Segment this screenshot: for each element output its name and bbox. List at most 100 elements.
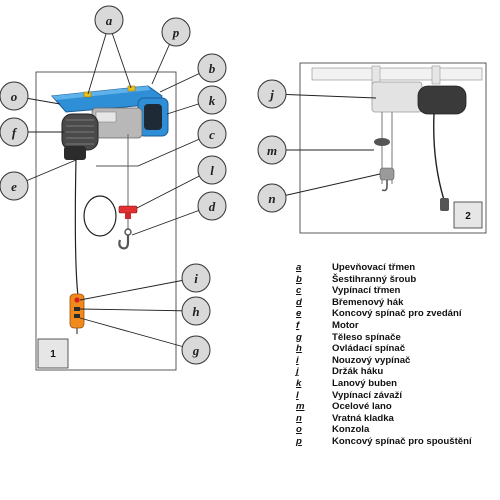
legend-row: c Vypínací třmen	[296, 285, 496, 297]
legend-text: Vypínací třmen	[332, 285, 401, 297]
legend-row: i Nouzový vypínač	[296, 355, 496, 367]
motor-end-cap	[64, 146, 86, 160]
svg-text:2: 2	[465, 211, 471, 222]
legend-text: Ovládací spínač	[332, 343, 406, 355]
figure-2: j m n 2	[257, 62, 487, 234]
legend-key: g	[296, 331, 302, 343]
beam-clamp-right	[431, 65, 441, 85]
callout-n: n	[257, 183, 287, 213]
mounting-clamp-right	[127, 85, 136, 92]
svg-text:d: d	[209, 199, 216, 214]
legend-key: a	[296, 262, 302, 273]
legend-row: p Koncový spínač pro spouštění	[296, 436, 496, 448]
legend-key: c	[296, 285, 302, 297]
legend-text: Lanový buben	[332, 377, 398, 389]
svg-text:p: p	[172, 25, 180, 40]
svg-text:m: m	[267, 143, 277, 158]
hoist-body-2	[371, 81, 423, 113]
legend-text: Těleso spínače	[332, 331, 401, 343]
legend-text: Koncový spínač pro spouštění	[332, 435, 472, 447]
hook-2	[381, 180, 388, 192]
legend-row: g Těleso spínače	[296, 332, 496, 344]
svg-text:b: b	[209, 61, 216, 76]
legend-row: e Koncový spínač pro zvedání	[296, 308, 496, 320]
motor-body-2	[417, 85, 467, 115]
legend-key: o	[296, 424, 302, 436]
gearbox-plate	[95, 111, 117, 123]
legend-key: m	[296, 401, 305, 413]
figure-2-frame	[299, 62, 487, 234]
legend-key: b	[296, 273, 302, 285]
callout-o: o	[0, 81, 29, 111]
emergency-stop	[74, 297, 80, 303]
callout-b: b	[197, 53, 227, 83]
plug-2	[440, 198, 449, 211]
callout-j: j	[257, 79, 287, 109]
legend-key: d	[296, 296, 302, 308]
figure-1-frame	[35, 71, 177, 371]
legend-row: a Upevňovací třmen	[296, 262, 496, 274]
legend-key: n	[296, 412, 302, 424]
svg-text:n: n	[268, 191, 275, 206]
legend-key: h	[296, 343, 302, 355]
legend-key: l	[296, 389, 299, 401]
legend-text: Vypínací závaží	[332, 389, 403, 401]
callout-l: l	[197, 155, 227, 185]
svg-text:c: c	[209, 127, 215, 142]
svg-text:f: f	[12, 125, 18, 140]
legend-key: j	[296, 366, 299, 378]
legend-row: m Ocelové lano	[296, 401, 496, 413]
svg-text:k: k	[209, 93, 216, 108]
panel-number-1: 1	[37, 338, 69, 369]
legend-text: Ocelové lano	[332, 401, 392, 413]
svg-text:j: j	[268, 87, 274, 102]
callout-g: g	[181, 335, 211, 365]
legend-row: f Motor	[296, 320, 496, 332]
legend-row: n Vratná kladka	[296, 413, 496, 425]
svg-text:o: o	[11, 89, 18, 104]
cable-drum-inner	[144, 104, 162, 130]
legend-text: Upevňovací třmen	[332, 262, 416, 273]
stop-weight-2	[374, 138, 390, 146]
overhead-beam	[311, 67, 483, 81]
legend-text: Břemenový hák	[332, 296, 404, 308]
legend-text: Vratná kladka	[332, 412, 394, 424]
legend-key: e	[296, 308, 302, 320]
callout-k: k	[197, 85, 227, 115]
callout-m: m	[257, 135, 287, 165]
svg-text:l: l	[210, 163, 214, 178]
cable-loop	[83, 195, 117, 237]
legend-text: Držák háku	[332, 366, 384, 378]
svg-text:h: h	[192, 304, 199, 319]
legend-row: d Břemenový hák	[296, 297, 496, 309]
legend-key: i	[296, 354, 299, 366]
legend-text: Nouzový vypínač	[332, 354, 411, 366]
mounting-clamp-left	[83, 91, 92, 98]
legend-row: h Ovládací spínač	[296, 343, 496, 355]
beam-clamp-left	[371, 65, 381, 85]
stop-weight	[118, 205, 138, 214]
callout-e: e	[0, 171, 29, 201]
control-cable	[74, 157, 79, 297]
legend-text: Šestihranný šroub	[332, 273, 417, 285]
legend-key: k	[296, 377, 302, 389]
callout-f: f	[0, 117, 29, 147]
legend-text: Koncový spínač pro zvedání	[332, 308, 462, 320]
callout-c: c	[197, 119, 227, 149]
up-button	[74, 307, 80, 311]
down-button	[74, 314, 80, 318]
legend-text: Motor	[332, 319, 359, 331]
legend-row: l Vypínací závaží	[296, 390, 496, 402]
hoist-illustration	[50, 85, 169, 334]
legend-key: f	[296, 319, 300, 331]
svg-text:a: a	[106, 13, 113, 28]
bracket-top	[52, 86, 150, 100]
svg-text:1: 1	[50, 349, 56, 360]
legend-key: p	[296, 435, 302, 447]
legend-row: k Lanový buben	[296, 378, 496, 390]
motor-fins	[66, 119, 94, 145]
legend-row: b Šestihranný šroub	[296, 274, 496, 286]
callout-d: d	[197, 191, 227, 221]
